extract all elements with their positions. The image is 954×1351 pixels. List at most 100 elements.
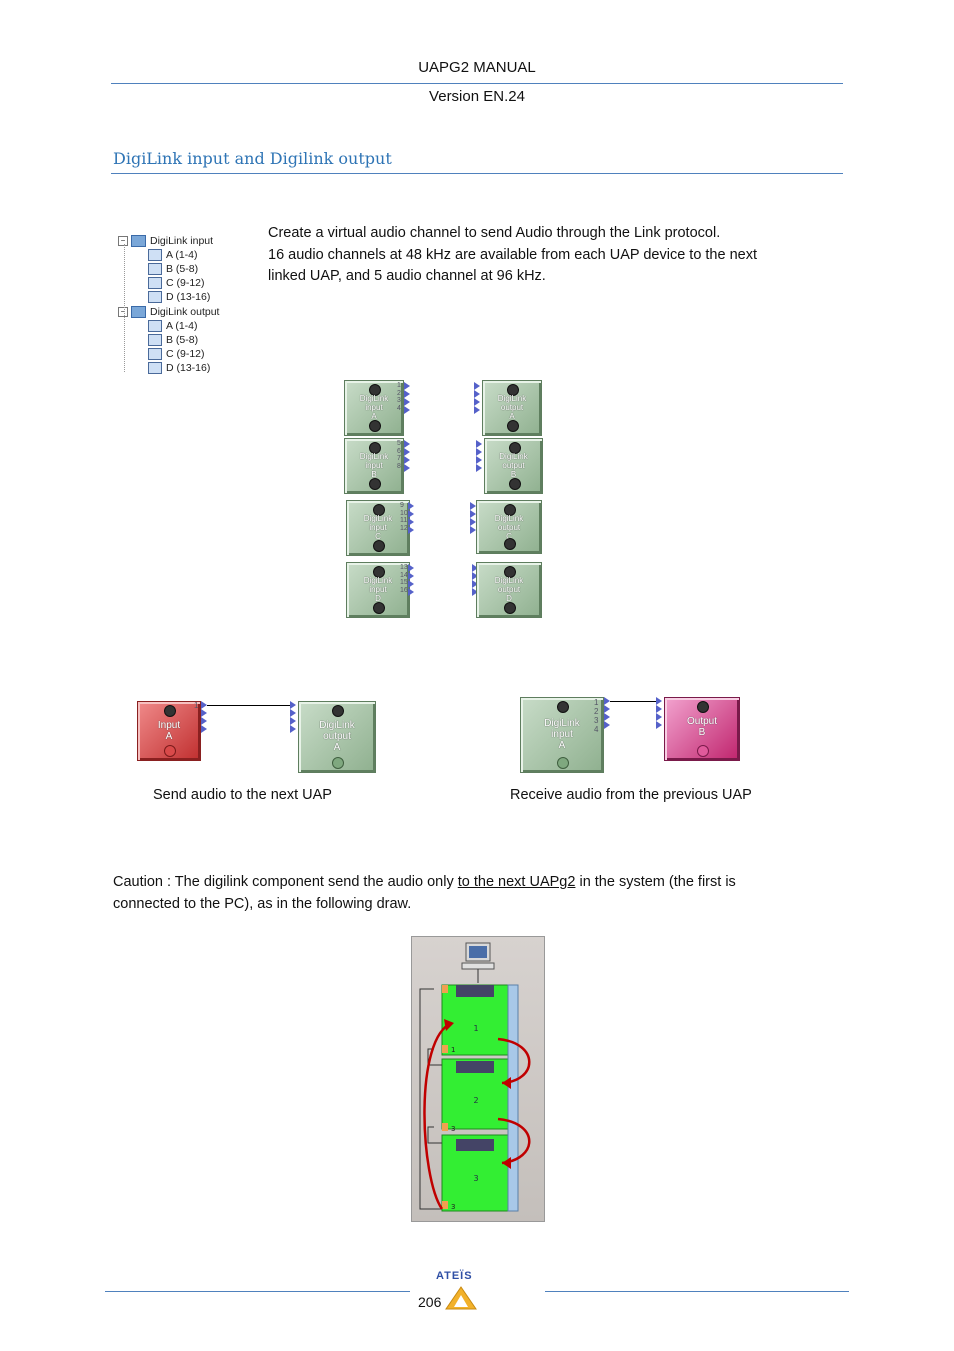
knob-icon [373,602,385,614]
knob-icon [508,442,521,454]
block-label: B [371,470,377,479]
input-pins-icon[interactable] [656,697,662,729]
device-1-label: 1 [473,1024,478,1033]
collapse-icon[interactable]: − [118,236,128,247]
manual-title: UAPG2 MANUAL [418,59,536,76]
block-label: output [500,403,524,412]
tree-item[interactable]: B (5-8) [148,333,198,347]
page-number: 206 [418,1294,442,1310]
component-icon [148,334,162,347]
block-label: DigiLink [499,452,528,461]
caution-paragraph: Caution : The digilink component send th… [113,872,843,915]
knob-icon [373,566,385,578]
ateis-triangle-icon [445,1286,477,1310]
caution-text: in the system (the first is [575,874,736,890]
block-label: DigiLink [494,576,524,585]
tree-group-output[interactable]: − DigiLink output [118,305,219,319]
tree-item[interactable]: A (1-4) [148,248,198,262]
block-label: A [558,740,566,751]
tree-item[interactable]: A (1-4) [148,319,198,333]
block-label: DigiLink [497,394,527,403]
knob-icon [164,705,176,717]
intro-line: linked UAP, and 5 audio channel at 96 kH… [268,268,546,284]
input-pins-icon[interactable] [474,382,480,414]
port-icon [442,1123,448,1131]
knob-icon [373,540,385,552]
input-pins-icon[interactable] [476,440,482,472]
tree-group-input[interactable]: −DigiLink input [118,234,213,248]
block-label: output [497,585,521,594]
knob-icon [507,384,519,396]
block-label: Input [157,720,181,731]
knob-icon [332,705,344,717]
tree-item[interactable]: B (5-8) [148,262,198,276]
block-label: A [371,412,377,421]
block-label: input [369,585,387,594]
block-label: C [506,532,512,541]
header-rule [111,83,843,84]
tree-item[interactable]: D (13-16) [148,361,210,375]
tree-item[interactable]: C (9-12) [148,276,205,290]
input-pins-icon[interactable] [472,564,478,596]
folder-icon [131,306,146,319]
output-pins-icon[interactable] [201,701,207,733]
connection-wire [610,701,658,702]
output-pins-icon[interactable] [408,564,414,596]
port-icon [442,1045,448,1053]
tree-item[interactable]: C (9-12) [148,347,205,361]
output-pins-icon[interactable] [404,382,410,414]
output-pins-icon[interactable] [404,440,410,472]
tree-item-label: B (5-8) [166,334,199,346]
tree-item-label: D (13-16) [166,291,211,303]
knob-icon [369,420,381,432]
block-label: input [365,461,383,470]
component-icon [148,277,162,290]
knob-icon [557,701,569,713]
component-icon [148,291,162,304]
block-label: output [497,523,521,532]
input-pins-icon[interactable] [470,502,476,534]
intro-paragraph: Create a virtual audio channel to send A… [268,223,828,288]
port-icon [442,1201,448,1209]
tree-item[interactable]: D (13-16) [148,290,210,304]
output-pins-icon[interactable] [408,502,414,534]
tree-item-label: A (1-4) [166,320,198,332]
collapse-icon[interactable]: − [118,307,128,318]
tree-group-label: DigiLink output [150,306,220,318]
input-pins-icon[interactable] [290,701,296,733]
port-label: 1 [451,1046,455,1054]
knob-icon [508,478,521,490]
knob-icon [164,745,176,757]
component-icon [148,320,162,333]
block-label: C [375,532,381,541]
knob-icon [557,757,569,769]
device-3-panel [456,1139,494,1151]
caution-underlined: to the next UAPg2 [457,874,576,890]
side-rack [507,984,519,1212]
knob-icon [697,701,709,713]
intro-line: Create a virtual audio channel to send A… [268,225,721,241]
knob-icon [504,504,516,516]
block-label: input [551,729,573,740]
output-pins-icon[interactable] [604,697,610,729]
chain-diagram: 1 2 3 1 3 3 [419,942,531,1212]
block-label: DigiLink [319,720,355,731]
block-label: D [506,594,512,603]
device-1-panel [456,985,494,997]
